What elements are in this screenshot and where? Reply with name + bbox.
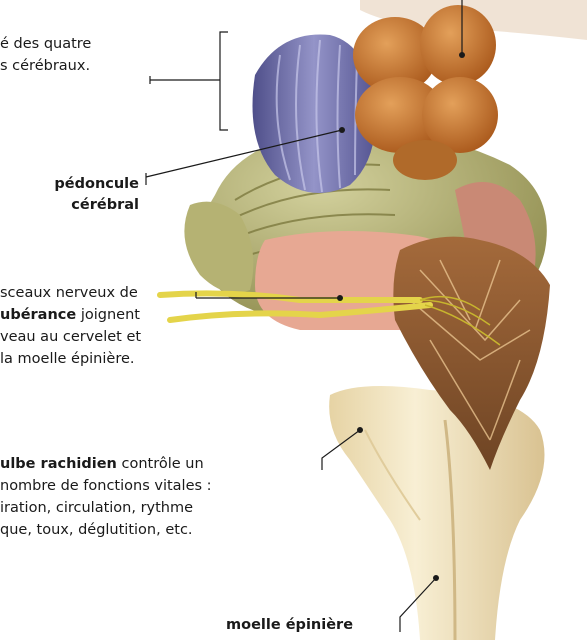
protuberance-bold: ubérance (0, 307, 76, 323)
bulbe-line-1: ulbe rachidien contrôle un (0, 454, 204, 475)
bulbe-bold: ulbe rachidien (0, 456, 117, 472)
protuberance-line-2: ubérance joignent (0, 305, 140, 326)
tubercules-line-1: é des quatre (0, 34, 91, 55)
bulbe-line-1-rest: contrôle un (117, 456, 204, 472)
moelle-label: moelle épinière (226, 615, 353, 636)
bulbe-line-3: iration, circulation, rythme (0, 498, 193, 519)
protuberance-line-2-rest: joignent (76, 307, 140, 323)
protuberance-line-3: veau au cervelet et (0, 327, 141, 348)
pedoncule-label-2: cérébral (71, 195, 139, 216)
protuberance-line-1: sceaux nerveux de (0, 283, 138, 304)
tubercules-line-2: s cérébraux. (0, 56, 90, 77)
medulla-oblongata (329, 386, 544, 640)
pedoncule-label-1: pédoncule (54, 174, 139, 195)
bulbe-line-2: nombre de fonctions vitales : (0, 476, 212, 497)
bulbe-line-4: que, toux, déglutition, etc. (0, 520, 193, 541)
protuberance-line-4: la moelle épinière. (0, 349, 135, 370)
